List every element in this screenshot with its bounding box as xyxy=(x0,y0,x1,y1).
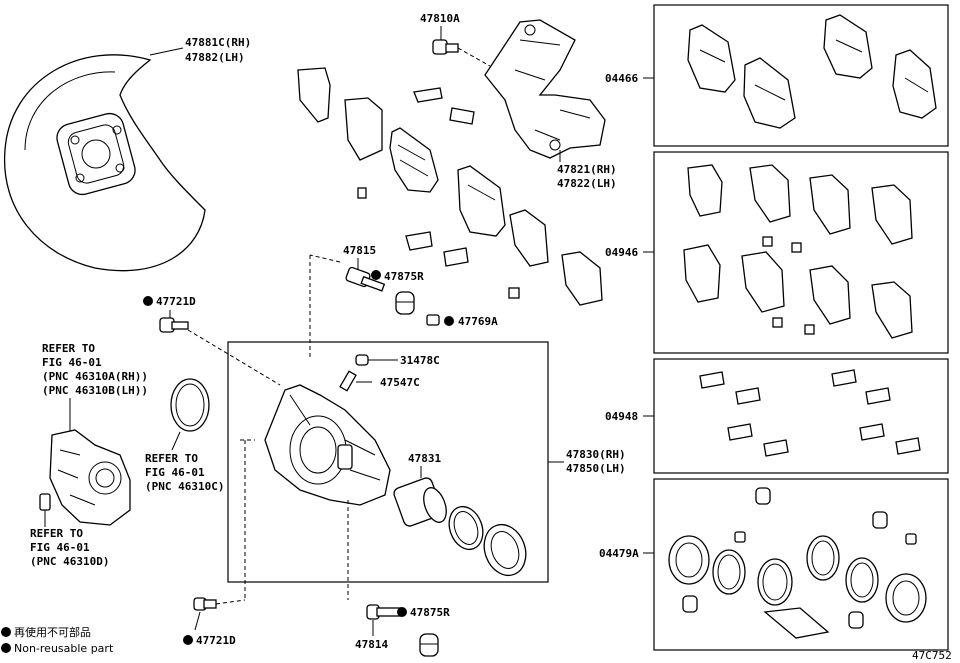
slide-pin-upper[interactable] xyxy=(345,266,386,292)
pad-kit-pads[interactable] xyxy=(687,14,937,129)
shim-loose[interactable] xyxy=(561,251,603,306)
ref-hub-bolt-line-1: REFER TO xyxy=(30,527,83,540)
clip-small[interactable] xyxy=(357,187,367,199)
hub-bolt[interactable] xyxy=(39,493,51,511)
label-slide-pin-upper: 47815 xyxy=(343,244,376,257)
label-mounting-rh: 47821(RH) xyxy=(557,163,617,176)
piston[interactable] xyxy=(392,476,450,527)
label-shim-kit: 04946 xyxy=(605,246,638,259)
boot-lower[interactable] xyxy=(419,633,439,657)
bush[interactable] xyxy=(426,314,440,326)
piston-seal[interactable] xyxy=(443,502,488,554)
label-caliper-rh: 47830(RH) xyxy=(566,448,626,461)
ref-hub-line-1: REFER TO xyxy=(145,452,198,465)
label-dust-cover-lh: 47882(LH) xyxy=(185,51,245,64)
label-piston: 47831 xyxy=(408,452,441,465)
pad-kit-box xyxy=(653,4,949,147)
ref-knuckle-line-4: (PNC 46310B(LH)) xyxy=(42,384,148,397)
label-bolt-top: 47810A xyxy=(420,12,460,25)
clip-loose[interactable] xyxy=(443,247,469,267)
ref-hub-line-3: (PNC 46310C) xyxy=(145,480,224,493)
label-dust-cover-rh: 47881C(RH) xyxy=(185,36,251,49)
fitting-kit-clips[interactable] xyxy=(699,369,921,457)
ref-hub-line-2: FIG 46-01 xyxy=(145,466,205,479)
ref-knuckle-line-3: (PNC 46310A(RH)) xyxy=(42,370,148,383)
label-mounting-lh: 47822(LH) xyxy=(557,177,617,190)
hub-ring[interactable] xyxy=(170,378,210,432)
label-bleeder: 47547C xyxy=(380,376,420,389)
label-bolt-upper: 47721D xyxy=(156,295,196,308)
legend-jp: 再使用不可部品 xyxy=(14,625,91,639)
dust-cover[interactable] xyxy=(3,54,206,272)
label-bolt-lower: 47721D xyxy=(196,634,236,647)
caliper-mounting[interactable] xyxy=(484,19,606,159)
brake-pad-loose[interactable] xyxy=(389,127,439,193)
piston-boot[interactable] xyxy=(477,519,532,582)
ref-hub-bolt-line-2: FIG 46-01 xyxy=(30,541,90,554)
slide-pin-lower[interactable] xyxy=(366,604,402,620)
shim-loose[interactable] xyxy=(509,209,549,267)
label-boot-lower: 47875R xyxy=(410,606,450,619)
clip-loose[interactable] xyxy=(413,87,443,103)
bleeder-cap[interactable] xyxy=(355,354,369,366)
label-bush: 47769A xyxy=(458,315,498,328)
seal-kit-box xyxy=(653,478,949,651)
ref-knuckle-line-1: REFER TO xyxy=(42,342,95,355)
ref-hub-bolt-line-3: (PNC 46310D) xyxy=(30,555,109,568)
brake-pad-loose[interactable] xyxy=(457,165,506,237)
label-seal-kit: 04479A xyxy=(599,547,639,560)
brake-caliper[interactable] xyxy=(264,384,391,506)
bolt-upper[interactable] xyxy=(159,317,189,333)
fitting-kit-box xyxy=(653,358,949,474)
shim-loose[interactable] xyxy=(344,97,383,161)
shim-loose[interactable] xyxy=(297,67,331,123)
diagram-code: 47C752 xyxy=(912,649,952,662)
clip-loose[interactable] xyxy=(405,231,433,251)
steering-knuckle[interactable] xyxy=(49,429,131,526)
shim-kit-shims[interactable] xyxy=(683,164,913,339)
label-boot-upper: 47875R xyxy=(384,270,424,283)
bleeder-plug[interactable] xyxy=(339,370,357,392)
label-caliper-lh: 47850(LH) xyxy=(566,462,626,475)
seal-kit-parts[interactable] xyxy=(668,487,927,639)
label-slide-pin-lower: 47814 xyxy=(355,638,388,651)
bolt-lower[interactable] xyxy=(193,597,217,611)
label-pad-kit: 04466 xyxy=(605,72,638,85)
label-cap: 31478C xyxy=(400,354,440,367)
clip-loose[interactable] xyxy=(449,107,475,125)
bolt-top[interactable] xyxy=(432,39,459,55)
boot-upper[interactable] xyxy=(395,291,415,315)
ref-knuckle-line-2: FIG 46-01 xyxy=(42,356,102,369)
legend-en: Non-reusable part xyxy=(14,642,114,655)
clip-small[interactable] xyxy=(508,287,520,299)
label-fitting-kit: 04948 xyxy=(605,410,638,423)
